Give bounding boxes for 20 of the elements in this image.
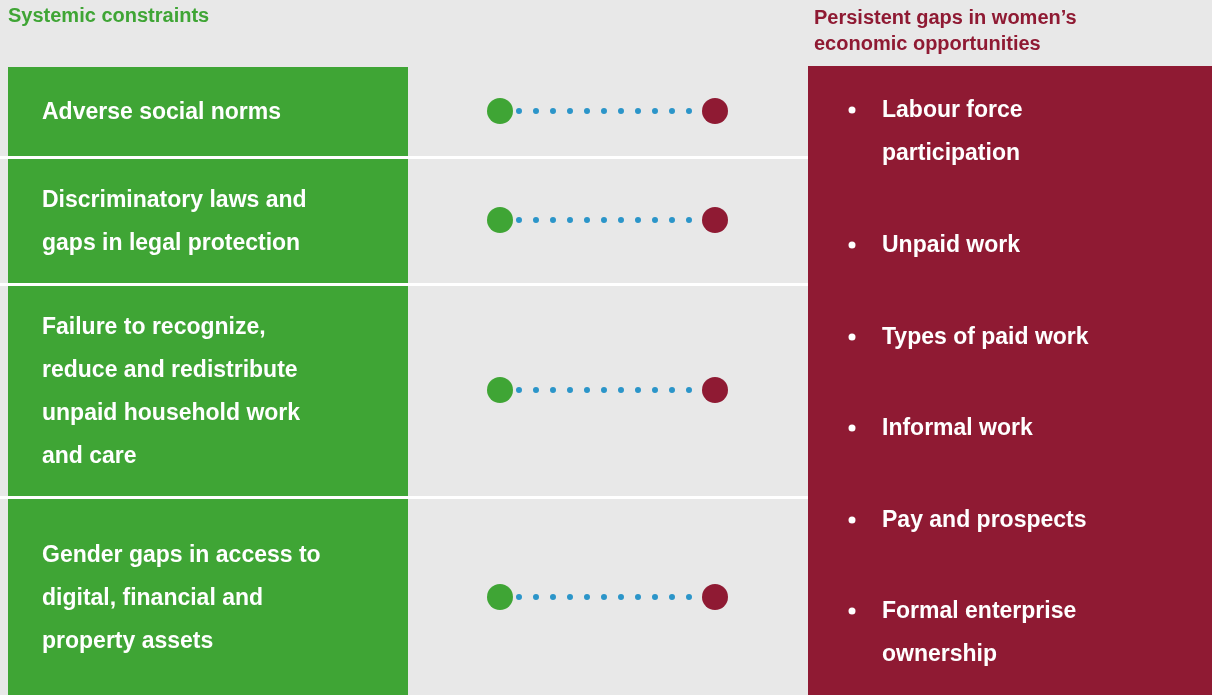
bullet-item: Types of paid work	[882, 322, 1089, 351]
dot-marker	[702, 584, 728, 610]
bullet-item: Pay and prospects	[882, 505, 1087, 534]
bullet-item: Unpaid work	[882, 230, 1020, 259]
bullet-item: Formal enterprise ownership	[882, 596, 1078, 668]
column-heading: Persistent gaps in women’s economic opportunities	[814, 5, 1078, 56]
bullet-item: Labour force participation	[882, 95, 1024, 167]
dot-marker	[702, 98, 728, 124]
dot-marker	[487, 584, 513, 610]
dot-marker	[487, 377, 513, 403]
dot-marker	[702, 207, 728, 233]
constraint-box: Adverse social norms	[8, 67, 408, 156]
constraint-box: Discriminatory laws and gaps in legal protection	[8, 159, 408, 283]
column-heading: Systemic constraints	[8, 4, 210, 27]
dot-marker	[702, 377, 728, 403]
dot-marker	[487, 98, 513, 124]
dot-marker	[487, 207, 513, 233]
constraint-box: Gender gaps in access to digital, financial and property assets	[8, 499, 408, 695]
bullet-item: Informal work	[882, 413, 1033, 442]
constraint-box: Failure to recognize, reduce and redistribute unpaid household work and care	[8, 286, 408, 496]
